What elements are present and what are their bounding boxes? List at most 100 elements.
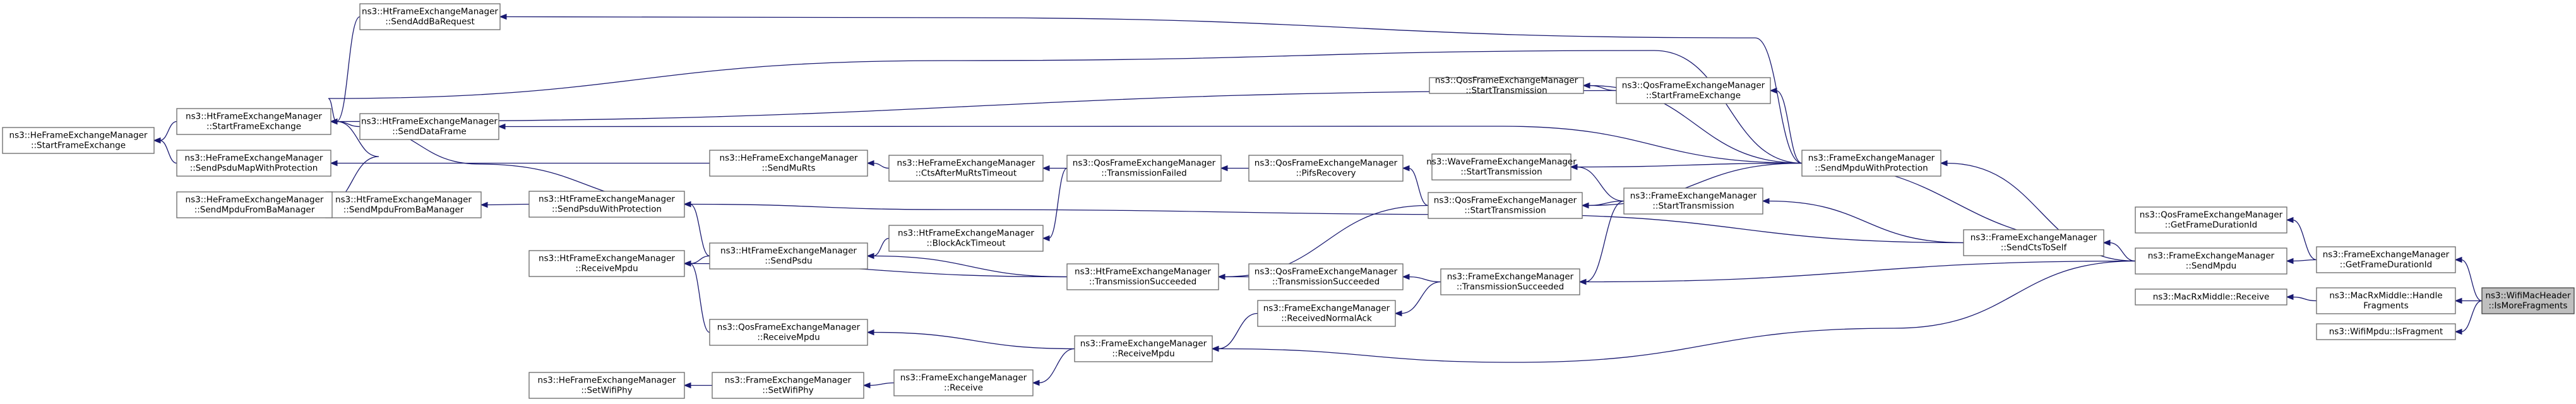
node-label-line: ns3::HtFrameExchangeManager — [539, 194, 675, 205]
node-label-line: ns3::HeFrameExchangeManager — [897, 158, 1035, 169]
edge-arrowhead — [2286, 217, 2294, 223]
edge-arrowhead — [1394, 310, 1402, 317]
edge-n2-n5 — [2292, 219, 2317, 261]
graph-node-n22[interactable]: ns3::HeFrameExchangeManager::CtsAfterMuR… — [888, 155, 1044, 182]
graph-node-n13[interactable]: ns3::QosFrameExchangeManager::StartTrans… — [1429, 76, 1584, 96]
node-label-line: ::ReceiveMpdu — [757, 333, 820, 343]
graph-node-n17[interactable]: ns3::FrameExchangeManager::ReceivedNorma… — [1257, 300, 1396, 327]
edge-arrowhead — [480, 201, 488, 208]
edge-arrowhead — [153, 137, 161, 144]
edge-n6-n21 — [1217, 260, 2136, 363]
graph-node-n4[interactable]: ns3::WifiMpdu::IsFragment — [2316, 323, 2456, 340]
graph-node-n16[interactable]: ns3::QosFrameExchangeManager::Transmissi… — [1248, 263, 1404, 290]
edge-n9-n31 — [689, 203, 1964, 244]
edge-arrowhead — [2286, 258, 2294, 264]
graph-node-n20[interactable]: ns3::HtFrameExchangeManager::Transmissio… — [1066, 263, 1219, 290]
graph-node-n10[interactable]: ns3::FrameExchangeManager::StartTransmis… — [1623, 187, 1763, 215]
node-label-line: Fragments — [2363, 301, 2409, 311]
graph-node-n33[interactable]: ns3::HeFrameExchangeManager::SetWifiPhy — [528, 372, 685, 399]
node-label-line: ns3::HtFrameExchangeManager — [361, 117, 498, 127]
node-label-line: ::StartFrameExchange — [1646, 91, 1741, 101]
graph-node-n28[interactable]: ns3::FrameExchangeManager::SetWifiPhy — [712, 372, 864, 399]
edge-arrowhead — [1042, 235, 1050, 242]
graph-node-n11[interactable]: ns3::FrameExchangeManager::TransmissionS… — [1440, 268, 1580, 295]
node-box — [1801, 150, 1941, 177]
graph-node-n15[interactable]: ns3::WaveFrameExchangeManager::StartTran… — [1426, 153, 1577, 181]
graph-node-n21[interactable]: ns3::FrameExchangeManager::ReceiveMpdu — [1074, 335, 1213, 362]
node-label-line: ::ReceiveMpdu — [1112, 349, 1174, 359]
edge-n29-n34 — [336, 16, 361, 122]
node-label-line: ::TransmissionSucceeded — [1457, 282, 1564, 292]
graph-node-n27[interactable]: ns3::QosFrameExchangeManager::ReceiveMpd… — [709, 319, 868, 346]
node-box — [1248, 155, 1404, 182]
graph-node-n8[interactable]: ns3::FrameExchangeManager::SendMpduWithP… — [1801, 150, 1941, 177]
node-box — [2316, 323, 2456, 340]
node-label-line: ns3::HtFrameExchangeManager — [362, 7, 498, 17]
node-label-line: ::StartFrameExchange — [206, 122, 301, 132]
node-label-line: ns3::WaveFrameExchangeManager — [1426, 157, 1577, 167]
node-label-line: ns3::HtFrameExchangeManager — [720, 246, 857, 256]
edge-n3-n7 — [2292, 296, 2317, 302]
node-label-line: ::PifsRecovery — [1296, 169, 1356, 179]
node-box — [893, 369, 1034, 396]
node-label-line: ns3::FrameExchangeManager — [1971, 233, 2097, 243]
node-label-line: ::SendMuRts — [761, 163, 815, 174]
edge-arrowhead — [1762, 198, 1770, 205]
graph-node-n26[interactable]: ns3::HtFrameExchangeManager::SendPsdu — [709, 242, 868, 270]
node-box — [1623, 187, 1763, 215]
graph-node-n19[interactable]: ns3::QosFrameExchangeManager::Transmissi… — [1066, 155, 1222, 182]
graph-node-n38[interactable]: ns3::HeFrameExchangeManager::StartFrameE… — [2, 127, 155, 154]
graph-node-n25[interactable]: ns3::HeFrameExchangeManager::SendMuRts — [709, 150, 868, 177]
node-label-line: ns3::FrameExchangeManager — [900, 373, 1027, 383]
graph-node-n35[interactable]: ns3::HeFrameExchangeManager::SendPsduMap… — [176, 150, 331, 177]
graph-node-n18[interactable]: ns3::QosFrameExchangeManager::PifsRecove… — [1248, 155, 1404, 182]
graph-node-n6[interactable]: ns3::FrameExchangeManager::SendMpdu — [2135, 247, 2287, 275]
node-label-line: ns3::FrameExchangeManager — [1080, 339, 1207, 349]
graph-node-n9[interactable]: ns3::FrameExchangeManager::SendCtsToSelf — [1963, 229, 2104, 256]
graph-node-n36[interactable]: ns3::HtFrameExchangeManager::SendMpduFro… — [325, 191, 482, 218]
node-box — [1963, 229, 2104, 256]
node-label-line: ::SendCtsToSelf — [2001, 243, 2068, 253]
node-label-line: ::StartTransmission — [1464, 206, 1546, 216]
node-label-line: ns3::HtFrameExchangeManager — [186, 112, 322, 122]
graph-node-n32[interactable]: ns3::HtFrameExchangeManager::ReceiveMpdu — [528, 250, 685, 277]
edge-n20-n26 — [873, 255, 1068, 278]
node-label-line: ::ReceiveMpdu — [575, 264, 638, 274]
graph-node-n7[interactable]: ns3::MacRxMiddle::Receive — [2135, 288, 2287, 306]
node-label-line: ::ReceivedNormalAck — [1281, 314, 1372, 324]
edges-layer — [153, 13, 2483, 389]
node-label-line: ns3::HtFrameExchangeManager — [898, 229, 1034, 239]
graph-node-n37[interactable]: ns3::HeFrameExchangeManager::SendMpduFro… — [176, 191, 333, 218]
edge-n17-n21 — [1217, 312, 1258, 350]
graph-node-n14[interactable]: ns3::QosFrameExchangeManager::StartTrans… — [1428, 192, 1583, 219]
edge-arrowhead — [2286, 294, 2294, 300]
graph-node-n34[interactable]: ns3::HtFrameExchangeManager::StartFrameE… — [176, 108, 331, 135]
edge-n24-n28 — [869, 382, 895, 386]
node-label-line: ::StartTransmission — [1652, 201, 1734, 211]
edge-arrowhead — [2102, 239, 2111, 246]
edge-n8-n34 — [328, 50, 1803, 164]
edge-arrowhead — [862, 382, 871, 389]
node-label-line: ::SendDataFrame — [392, 127, 466, 137]
graph-node-n31[interactable]: ns3::HtFrameExchangeManager::SendPsduWit… — [528, 191, 685, 218]
node-box — [709, 242, 868, 270]
node-label-line: ::StartTransmission — [1460, 167, 1542, 177]
graph-node-n23[interactable]: ns3::HtFrameExchangeManager::BlockAckTim… — [888, 225, 1044, 252]
node-label-line: ns3::HtFrameExchangeManager — [335, 195, 472, 205]
node-label-line: ::SetWifiPhy — [762, 386, 813, 396]
graph-node-n30[interactable]: ns3::HtFrameExchangeManager::SendDataFra… — [359, 113, 499, 140]
graph-node-n2[interactable]: ns3::FrameExchangeManager::GetFrameDurat… — [2316, 246, 2456, 273]
node-box — [1074, 335, 1213, 362]
node-label-line: ns3::MacRxMiddle::Receive — [2153, 292, 2270, 302]
graph-node-n1[interactable]: ns3::WifiMacHeader::IsMoreFragments — [2481, 287, 2575, 314]
edge-arrowhead — [2454, 297, 2462, 304]
edge-n26-n32 — [689, 255, 710, 264]
graph-node-n29[interactable]: ns3::HtFrameExchangeManager::SendAddBaRe… — [359, 3, 501, 30]
edge-arrowhead — [1042, 165, 1050, 172]
edge-n10-n14 — [1587, 200, 1625, 206]
graph-node-n5[interactable]: ns3::QosFrameExchangeManager::GetFrameDu… — [2135, 206, 2287, 234]
node-box — [359, 113, 499, 140]
graph-node-n12[interactable]: ns3::QosFrameExchangeManager::StartFrame… — [1616, 77, 1771, 104]
graph-node-n24[interactable]: ns3::FrameExchangeManager::Receive — [893, 369, 1034, 396]
